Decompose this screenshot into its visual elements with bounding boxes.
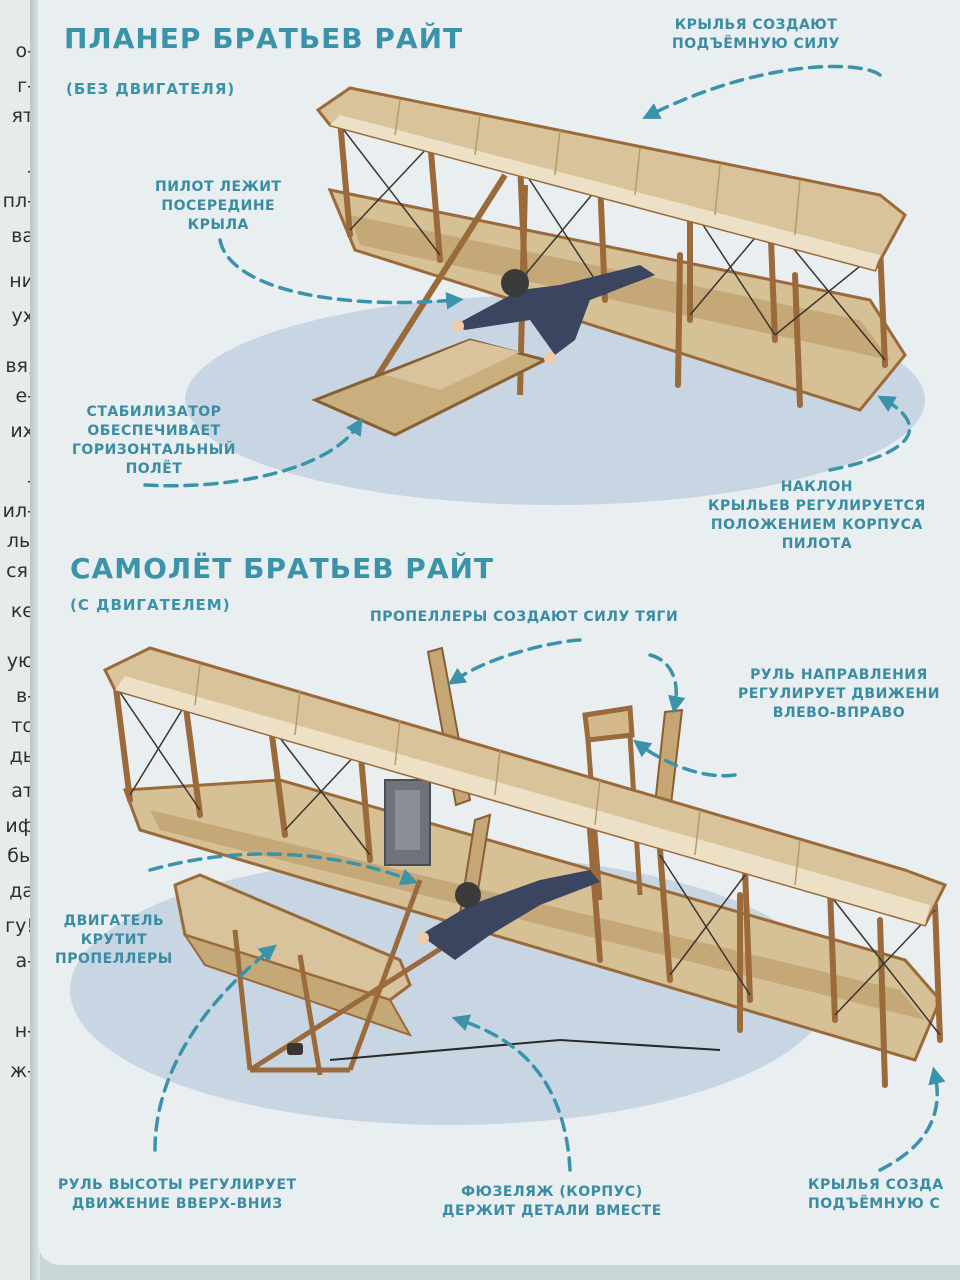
callout-wings-lift: КРЫЛЬЯ СОЗДАЮТ ПОДЪЁМНУЮ СИЛУ — [672, 16, 840, 54]
callout-stabilizer-line: ПОЛЁТ — [125, 461, 183, 477]
callout-tilt-line: КРЫЛЬЕВ РЕГУЛИРУЕТСЯ — [708, 498, 926, 514]
arrow-stabilizer — [143, 417, 363, 488]
left-page-text-fragment: ва — [11, 225, 34, 247]
flyer-pilot — [417, 870, 600, 960]
left-page-text-fragment: г- — [17, 75, 34, 97]
left-page-text-fragment: ся. — [6, 560, 34, 582]
arrow-elevator — [153, 944, 277, 1152]
left-page-text-fragment: да — [9, 880, 34, 902]
flyer-subtitle: (С ДВИГАТЕЛЕМ) — [70, 596, 231, 614]
left-page-text-fragment: ж- — [10, 1060, 34, 1082]
arrow-propellers — [447, 638, 582, 685]
left-page-text-fragment: о- — [15, 40, 34, 62]
arrow-rudder-2 — [632, 739, 737, 778]
callout-rudder-line: ВЛЕВО-ВПРАВО — [772, 705, 906, 721]
callout-pilot-line: ПОСЕРЕДИНЕ — [161, 198, 276, 214]
left-page-text-fragment: ни — [9, 270, 34, 292]
callout-stabilizer-line: ОБЕСПЕЧИВАЕТ — [87, 423, 221, 439]
callout-stabilizer-line: СТАБИЛИЗАТОР — [86, 404, 222, 420]
left-page-text-fragment: бы — [7, 845, 34, 867]
left-page-text-fragment: пл- — [2, 190, 34, 212]
glider-illustration — [185, 86, 925, 505]
callout-tilt-line: ПИЛОТА — [781, 536, 853, 552]
callout-rudder-line: РЕГУЛИРУЕТ ДВИЖЕНИ — [738, 686, 940, 702]
left-page-text-fragment: е- — [15, 385, 34, 407]
callout-propellers: ПРОПЕЛЛЕРЫ СОЗДАЮТ СИЛУ ТЯГИ — [370, 608, 678, 627]
callout-tilt-line: ПОЛОЖЕНИЕМ КОРПУСА — [710, 517, 923, 533]
callout-wings-lift2: КРЫЛЬЯ СОЗДА ПОДЪЁМНУЮ С — [808, 1176, 944, 1214]
arrow-tilt — [828, 395, 912, 472]
arrow-pilot — [218, 238, 464, 310]
left-page-text-fragment: н- — [14, 1020, 34, 1042]
left-page-text-fragment: ую — [6, 650, 34, 672]
left-page-text-fragment: ке — [10, 600, 34, 622]
glider-subtitle: (БЕЗ ДВИГАТЕЛЯ) — [66, 80, 236, 98]
callout-pilot-line: КРЫЛА — [187, 217, 249, 233]
left-page-text-fragment: то — [11, 715, 34, 737]
left-page-text-fragment: а- — [15, 950, 35, 972]
callout-engine-line: ПРОПЕЛЛЕРЫ — [55, 951, 173, 967]
callout-wings-lift2-line: ПОДЪЁМНУЮ С — [808, 1196, 941, 1212]
callout-fuselage-line: ДЕРЖИТ ДЕТАЛИ ВМЕСТЕ — [442, 1203, 662, 1219]
left-page-text-fragment: гу! — [5, 915, 34, 937]
callout-fuselage-line: ФЮЗЕЛЯЖ (КОРПУС) — [461, 1184, 643, 1200]
left-page-text-fragment: вя, — [5, 355, 34, 377]
left-page-text-fragment: ят — [11, 105, 35, 127]
callout-engine: ДВИГАТЕЛЬ КРУТИТ ПРОПЕЛЛЕРЫ — [55, 912, 173, 969]
callout-elevator: РУЛЬ ВЫСОТЫ РЕГУЛИРУЕТ ДВИЖЕНИЕ ВВЕРХ-ВН… — [58, 1176, 297, 1214]
flyer-elevator — [173, 873, 472, 1076]
callout-stabilizer: СТАБИЛИЗАТОР ОБЕСПЕЧИВАЕТ ГОРИЗОНТАЛЬНЫЙ… — [72, 403, 236, 479]
flyer-title: САМОЛЁТ БРАТЬЕВ РАЙТ — [70, 552, 495, 585]
callout-rudder: РУЛЬ НАПРАВЛЕНИЯ РЕГУЛИРУЕТ ДВИЖЕНИ ВЛЕВ… — [738, 666, 940, 723]
callout-engine-line: КРУТИТ — [80, 932, 148, 948]
callout-rudder-line: РУЛЬ НАПРАВЛЕНИЯ — [750, 667, 928, 683]
left-page-text-fragment: их — [10, 420, 34, 442]
flyer-illustration — [70, 646, 948, 1125]
arrow-fuselage — [451, 1014, 572, 1172]
callout-wings-lift2-line: КРЫЛЬЯ СОЗДА — [808, 1177, 944, 1193]
left-page-text-fragment: ил- — [2, 500, 34, 522]
arrow-wings-lift — [642, 64, 882, 119]
glider-title: ПЛАНЕР БРАТЬЕВ РАЙТ — [64, 22, 464, 55]
callout-propellers-line: ПРОПЕЛЛЕРЫ СОЗДАЮТ СИЛУ ТЯГИ — [370, 609, 679, 625]
left-page-text-fragment: в- — [15, 685, 34, 707]
arrow-rudder — [648, 653, 686, 714]
callout-elevator-line: ДВИЖЕНИЕ ВВЕРХ-ВНИЗ — [71, 1196, 283, 1212]
flyer-engine — [384, 779, 431, 866]
callout-tilt-line: НАКЛОН — [780, 479, 853, 495]
flyer-rudder — [582, 705, 643, 901]
left-page-text-fragment: лы — [6, 530, 34, 552]
glider-pilot — [452, 265, 655, 364]
arrow-wings-lift2 — [878, 1066, 946, 1172]
callout-stabilizer-line: ГОРИЗОНТАЛЬНЫЙ — [72, 442, 236, 458]
left-page-text-fragment: ух — [11, 305, 35, 327]
book-spine — [30, 0, 40, 1280]
left-page-text-fragment: иф — [5, 815, 34, 837]
callout-fuselage: ФЮЗЕЛЯЖ (КОРПУС) ДЕРЖИТ ДЕТАЛИ ВМЕСТЕ — [442, 1183, 662, 1221]
callout-engine-line: ДВИГАТЕЛЬ — [63, 913, 165, 929]
callout-wings-lift-line: ПОДЪЁМНУЮ СИЛУ — [672, 36, 840, 52]
left-page-text-fragment: дь — [9, 745, 34, 767]
callout-pilot: ПИЛОТ ЛЕЖИТ ПОСЕРЕДИНЕ КРЫЛА — [155, 178, 281, 235]
callout-arrows — [143, 64, 946, 1172]
callout-elevator-line: РУЛЬ ВЫСОТЫ РЕГУЛИРУЕТ — [58, 1177, 297, 1193]
callout-tilt: НАКЛОН КРЫЛЬЕВ РЕГУЛИРУЕТСЯ ПОЛОЖЕНИЕМ К… — [708, 478, 926, 554]
arrow-engine — [148, 852, 419, 886]
left-page-text-fragment: ат — [11, 780, 34, 802]
callout-wings-lift-line: КРЫЛЬЯ СОЗДАЮТ — [674, 17, 838, 33]
callout-pilot-line: ПИЛОТ ЛЕЖИТ — [155, 179, 282, 195]
